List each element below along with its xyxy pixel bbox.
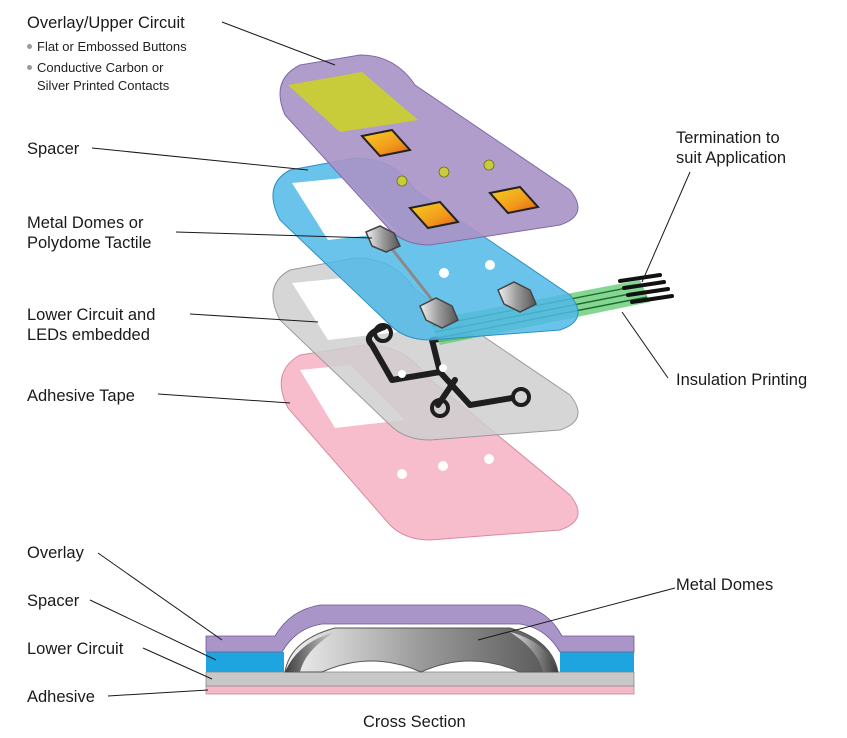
cs-spacer-label: Spacer xyxy=(27,592,80,610)
overlay-bullet-1: Flat or Embossed Buttons xyxy=(27,37,187,56)
overlay-bullet-2-cont: Silver Printed Contacts xyxy=(37,78,170,93)
cs-overlay-label: Overlay xyxy=(27,544,84,562)
overlay-upper-circuit-label: Overlay/Upper Circuit xyxy=(27,14,185,32)
overlay-bullet-2: Conductive Carbon or xyxy=(27,58,163,77)
cross-section xyxy=(205,604,635,695)
termination-label-line1: Termination to xyxy=(676,129,780,147)
lower-circuit-label-line1: Lower Circuit and xyxy=(27,306,156,324)
insulation-printing-label: Insulation Printing xyxy=(676,371,808,389)
cs-lower-circuit-label: Lower Circuit xyxy=(27,640,124,658)
exploded-metal-domes xyxy=(365,225,537,329)
spacer-label: Spacer xyxy=(27,140,80,158)
bullet-icon xyxy=(27,65,32,71)
lower-circuit-label-line2: LEDs embedded xyxy=(27,326,150,344)
overlay-buttons xyxy=(360,128,540,230)
metal-domes-label-line2: Polydome Tactile xyxy=(27,234,152,252)
leader-lines xyxy=(91,21,691,404)
cs-adhesive-label: Adhesive xyxy=(27,688,95,706)
metal-domes-label-line1: Metal Domes or xyxy=(27,214,144,232)
bullet-icon xyxy=(27,44,32,50)
cs-metal-domes-label: Metal Domes xyxy=(676,576,774,594)
adhesive-tape-label: Adhesive Tape xyxy=(27,387,135,405)
termination-label-line2: suit Application xyxy=(676,149,787,167)
overlay-layer xyxy=(279,54,579,246)
cross-section-caption: Cross Section xyxy=(363,713,466,731)
cross-section-leader-lines xyxy=(89,552,676,697)
